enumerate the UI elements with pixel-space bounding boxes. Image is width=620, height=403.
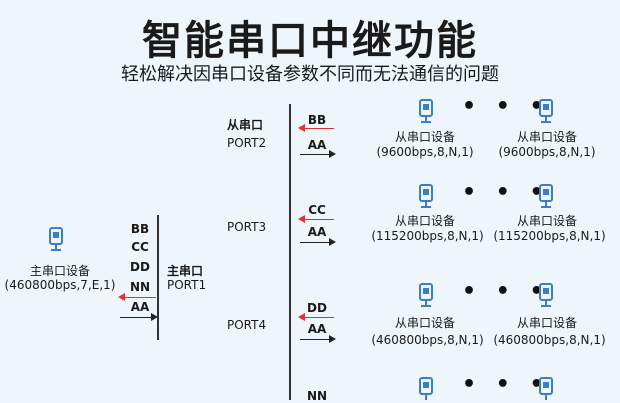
- port2-device1-icon: [419, 99, 433, 123]
- master-device-name: 主串口设备: [29, 264, 90, 278]
- port3-ellipsis: • • •: [462, 180, 550, 205]
- page-title: 智能串口中继功能: [142, 18, 478, 64]
- port3-device2-icon: [539, 184, 553, 208]
- master-port-name: 主串口: [167, 264, 204, 278]
- port2-tx-label: AA: [307, 138, 327, 152]
- port4-device2-icon: [539, 283, 553, 307]
- port4-tx-label: AA: [307, 322, 327, 336]
- port2-label: PORT2: [227, 136, 267, 150]
- master-tx-arrow: [120, 313, 158, 321]
- portn-rx-label: NN: [306, 389, 328, 403]
- port3-tx-arrow: [300, 238, 336, 246]
- master-device-icon: [49, 227, 63, 251]
- master-signal-cc: CC: [131, 240, 149, 254]
- port2-device2-name: 从串口设备: [516, 130, 577, 144]
- port2-device1-params: (9600bps,8,N,1): [376, 145, 474, 159]
- port2-device2-icon: [539, 99, 553, 123]
- port4-device2-name: 从串口设备: [516, 316, 577, 330]
- portn-ellipsis: • • •: [462, 372, 550, 397]
- port3-rx-arrow: [298, 215, 334, 223]
- master-device-params: (460800bps,7,E,1): [4, 278, 116, 292]
- port4-tx-arrow: [300, 335, 336, 343]
- port2-rx-arrow: [298, 124, 334, 132]
- port4-device1-name: 从串口设备: [394, 316, 455, 330]
- port4-device1-icon: [419, 283, 433, 307]
- port3-tx-label: AA: [307, 225, 327, 239]
- slave-port-header: 从串口: [227, 118, 264, 132]
- relay-bus-line: [289, 104, 291, 400]
- port2-tx-arrow: [300, 150, 336, 158]
- port3-rx-label: CC: [308, 203, 326, 217]
- port3-label: PORT3: [227, 220, 267, 234]
- port4-label: PORT4: [227, 318, 267, 332]
- page-subtitle: 轻松解决因串口设备参数不同而无法通信的问题: [121, 64, 499, 85]
- port2-ellipsis: • • •: [462, 94, 550, 119]
- master-port-id: PORT1: [167, 278, 207, 292]
- port3-device2-name: 从串口设备: [516, 214, 577, 228]
- port4-rx-label: DD: [307, 301, 327, 315]
- port3-device2-params: (115200bps,8,N,1): [493, 229, 606, 243]
- master-signal-aa: AA: [130, 300, 150, 314]
- port4-ellipsis: • • •: [462, 279, 550, 304]
- master-rx-arrow: [118, 293, 156, 301]
- port4-device1-params: (460800bps,8,N,1): [371, 333, 484, 347]
- port2-rx-label: BB: [307, 113, 327, 127]
- port4-rx-arrow: [298, 313, 334, 321]
- master-bus-line: [157, 215, 159, 340]
- master-signal-nn: NN: [129, 280, 151, 294]
- port3-device1-params: (115200bps,8,N,1): [371, 229, 484, 243]
- portn-device1-icon: [419, 377, 433, 400]
- portn-device2-icon: [539, 377, 553, 400]
- port2-device1-name: 从串口设备: [394, 130, 455, 144]
- master-signal-bb: BB: [130, 222, 150, 236]
- master-signal-dd: DD: [130, 260, 150, 274]
- port3-device1-icon: [419, 184, 433, 208]
- port2-device2-params: (9600bps,8,N,1): [498, 145, 596, 159]
- port4-device2-params: (460800bps,8,N,1): [493, 333, 606, 347]
- port3-device1-name: 从串口设备: [394, 214, 455, 228]
